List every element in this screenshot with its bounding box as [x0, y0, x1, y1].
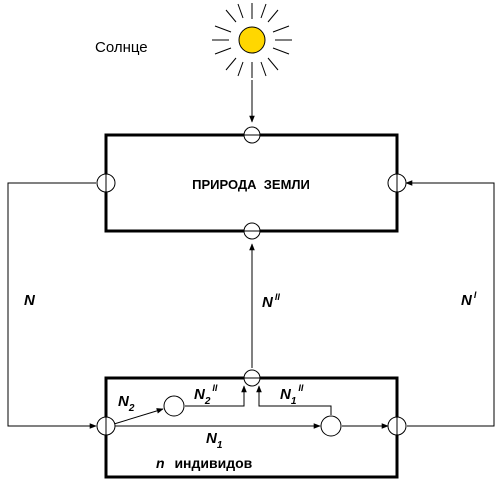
flow-N2-line	[113, 408, 164, 425]
n1-node	[320, 415, 342, 437]
sun-label: Солнце	[95, 39, 148, 56]
flow-N1-double-prime-line	[256, 385, 332, 415]
sun-disc	[238, 26, 266, 54]
flow-N1-label: N1	[206, 430, 223, 451]
earth-box-title: ПРИРОДА ЗЕМЛИ	[192, 177, 310, 192]
flow-N2-double-prime-line	[185, 385, 247, 407]
flow-N-prime-line	[405, 180, 495, 427]
flow-N2-double-prime-label: N2II	[194, 383, 218, 407]
flow-N-label: N	[24, 292, 36, 309]
n2-node	[163, 395, 185, 417]
flow-N-line	[7, 182, 97, 429]
svg-text:n индивидов: n индивидов	[156, 455, 253, 471]
individual-count-symbol: n	[156, 455, 165, 471]
sun-icon	[212, 3, 292, 78]
individuals-label: индивидов	[174, 455, 252, 471]
flow-N2-label: N2	[118, 393, 135, 414]
flow-N1-double-prime-label: N1II	[280, 383, 304, 407]
population-box-title: n индивидов	[156, 455, 253, 471]
